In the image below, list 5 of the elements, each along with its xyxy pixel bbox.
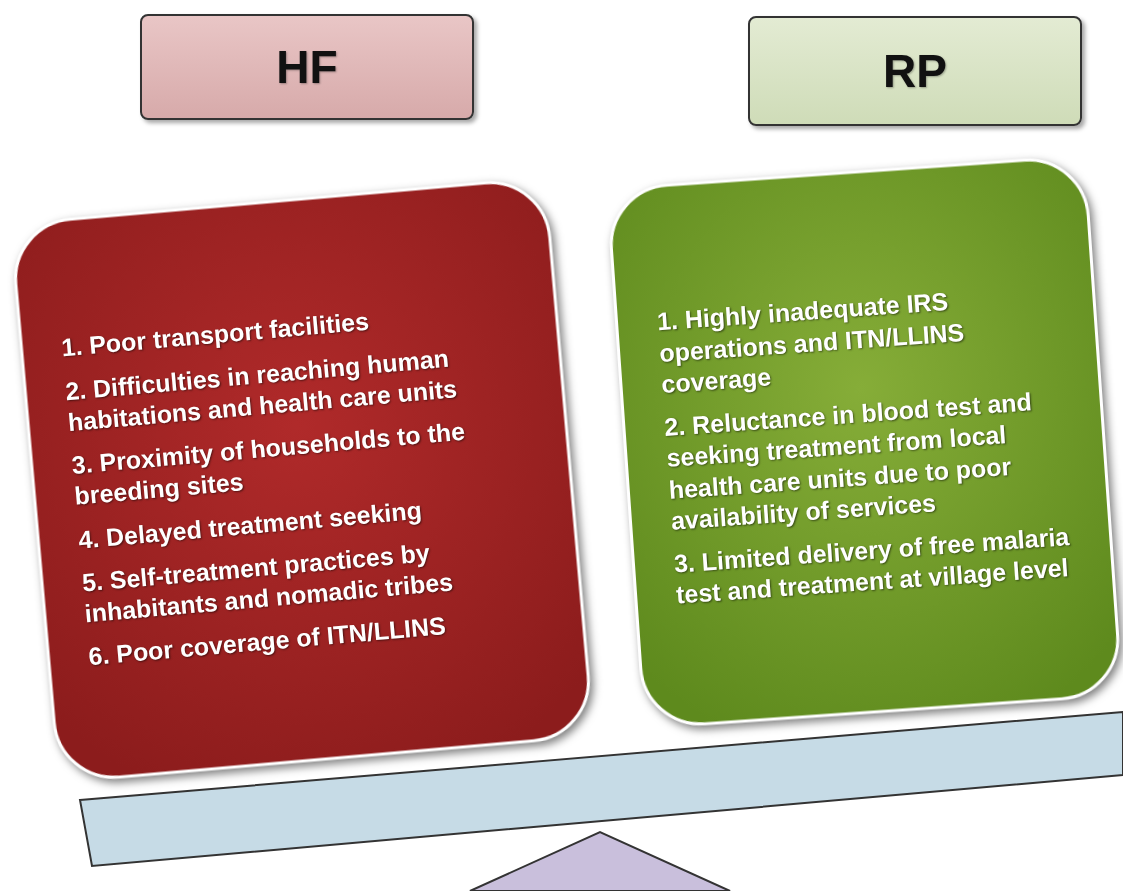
heading-text: RP <box>883 44 947 98</box>
heading-box <box>140 14 474 120</box>
heading-box <box>748 16 1082 126</box>
heading-text: HF <box>276 40 338 94</box>
list-item: 1. Highly inadequate IRS operations and ITN/LLINS coverage <box>655 286 965 398</box>
